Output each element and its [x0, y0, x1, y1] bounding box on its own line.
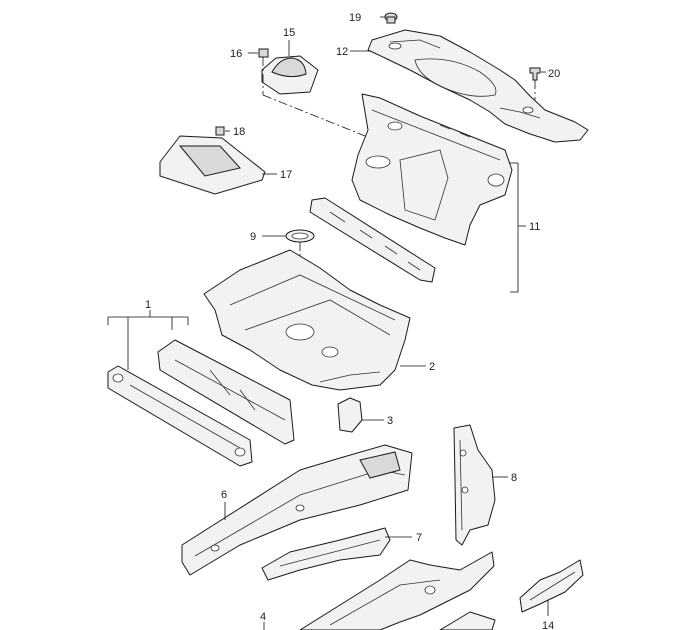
callout-16: 16 — [230, 48, 242, 60]
part-4-lower-frame[interactable] — [263, 551, 496, 630]
callout-3: 3 — [387, 415, 393, 427]
part-17-storage-box[interactable] — [159, 135, 277, 195]
part-11-rear-bulkhead[interactable] — [351, 93, 513, 246]
callout-14: 14 — [542, 620, 554, 630]
callout-15: 15 — [283, 27, 295, 39]
part-20-clip[interactable] — [529, 67, 546, 100]
callout-6: 6 — [221, 489, 227, 501]
callout-20: 20 — [548, 68, 560, 80]
callout-11: 11 — [529, 221, 540, 233]
callout-9: 9 — [250, 231, 256, 243]
callout-labels: 1 2 3 4 6 7 8 9 11 12 14 15 16 17 18 19 … — [145, 12, 560, 630]
part-12-upper-bulkhead[interactable] — [367, 29, 589, 143]
part-19-plug[interactable] — [380, 12, 398, 24]
part-15-dome-cover[interactable] — [261, 40, 319, 95]
part-1-side-rails[interactable] — [107, 339, 295, 467]
callout-4: 4 — [260, 611, 266, 623]
callout-18: 18 — [233, 126, 245, 138]
bracket-1 — [107, 310, 189, 370]
part-14-bracket[interactable] — [519, 559, 584, 616]
part-2-floor-pan[interactable] — [203, 249, 426, 391]
callout-7: 7 — [416, 532, 422, 544]
part-8-pillar[interactable] — [453, 424, 508, 546]
callout-19: 19 — [349, 12, 361, 24]
callout-12: 12 — [336, 46, 348, 58]
part-18-fastener[interactable] — [215, 126, 230, 136]
part-3-bracket[interactable] — [337, 397, 384, 433]
callout-8: 8 — [511, 472, 517, 484]
bracket-11 — [510, 162, 526, 293]
part-7-lower-member[interactable] — [261, 527, 412, 581]
part-6-side-member[interactable] — [181, 444, 413, 576]
callout-17: 17 — [280, 169, 292, 181]
part-11-crossmember[interactable] — [309, 197, 436, 283]
callout-1: 1 — [145, 299, 151, 311]
callout-2: 2 — [429, 361, 435, 373]
part-16-nut[interactable] — [248, 48, 269, 95]
